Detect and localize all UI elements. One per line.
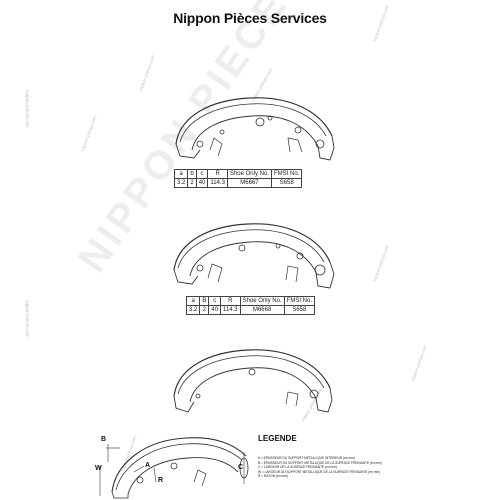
spec-value-row: 3.2 2 40 114.3 M6667 S658 (173, 178, 303, 188)
value-cell: 3.2 (185, 305, 201, 315)
brake-shoe-drawing-3 (173, 349, 333, 413)
watermark-text: nippon-pieces.com (138, 54, 156, 92)
header-cell: a (173, 169, 189, 179)
brake-shoe-drawing-1 (175, 97, 335, 161)
legend-label-r: R (158, 477, 164, 484)
legend-list: A = EPAISSEUR DU SUPPORT METALLIQUE INTE… (258, 456, 418, 479)
value-cell: 3.2 (173, 178, 189, 188)
value-cell: 40 (195, 178, 209, 188)
value-cell: 114.3 (207, 178, 228, 188)
legend-label-b: B (101, 436, 107, 443)
header-cell: R (220, 296, 241, 306)
spec-value-row: 3.2 2 40 114.3 M6668 S658 (185, 305, 316, 315)
legend-label-c: C (238, 464, 244, 471)
spec-header-row: a b c R Shoe Only No. FMSI No. (173, 169, 303, 179)
legend-label-a: A (145, 462, 151, 469)
brake-shoe-drawing-2 (173, 223, 335, 289)
legend-diagram (99, 437, 249, 499)
legend-title: LEGENDE (258, 434, 297, 443)
header-cell: Shoe Only No. (239, 296, 285, 306)
watermark-text: nippon-pieces.com (25, 300, 30, 338)
header-cell: c (195, 169, 209, 179)
header-cell: R (207, 169, 228, 179)
watermark-text: nippon-pieces.com (25, 90, 30, 128)
header-cell: c (208, 296, 222, 306)
header-cell: B (199, 296, 210, 306)
value-cell: S658 (283, 305, 316, 315)
page-title: Nippon Pièces Services (173, 10, 327, 26)
legend-label-w: W (95, 465, 102, 472)
legend-line: W = LARGEUR DU SUPPORT METALLIQUE DE LA … (258, 469, 381, 474)
header-cell: b (187, 169, 197, 179)
legend-line: A = EPAISSEUR DU SUPPORT METALLIQUE INTE… (258, 456, 355, 460)
spec-table-2: a B c R Shoe Only No. FMSI No. 3.2 2 40 … (185, 296, 316, 315)
value-cell: M6667 (226, 178, 272, 188)
value-cell: 2 (199, 305, 210, 315)
watermark-text: nippon-pieces.com (372, 244, 390, 282)
header-cell: Shoe Only No. (226, 169, 272, 179)
spec-header-row: a B c R Shoe Only No. FMSI No. (185, 296, 316, 306)
watermark-text: nippon-pieces.com (80, 114, 98, 152)
legend-line: C = LARGEUR DE LA SURFACE FREINANTE (en … (258, 465, 337, 470)
value-cell: M6668 (239, 305, 285, 315)
value-cell: 2 (187, 178, 197, 188)
value-cell: 114.3 (220, 305, 241, 315)
watermark-text: nippon-pieces.com (410, 344, 428, 382)
header-cell: a (185, 296, 201, 306)
header-cell: FMSI No. (270, 169, 303, 179)
spec-table-1: a b c R Shoe Only No. FMSI No. 3.2 2 40 … (173, 169, 303, 188)
header-cell: FMSI No. (283, 296, 316, 306)
legend-line: B = EPAISSEUR DU SUPPORT METALLIQUE DE L… (258, 460, 382, 465)
value-cell: 40 (208, 305, 222, 315)
value-cell: S658 (270, 178, 303, 188)
legend-line: R = RAYON (en mm) (258, 474, 288, 479)
